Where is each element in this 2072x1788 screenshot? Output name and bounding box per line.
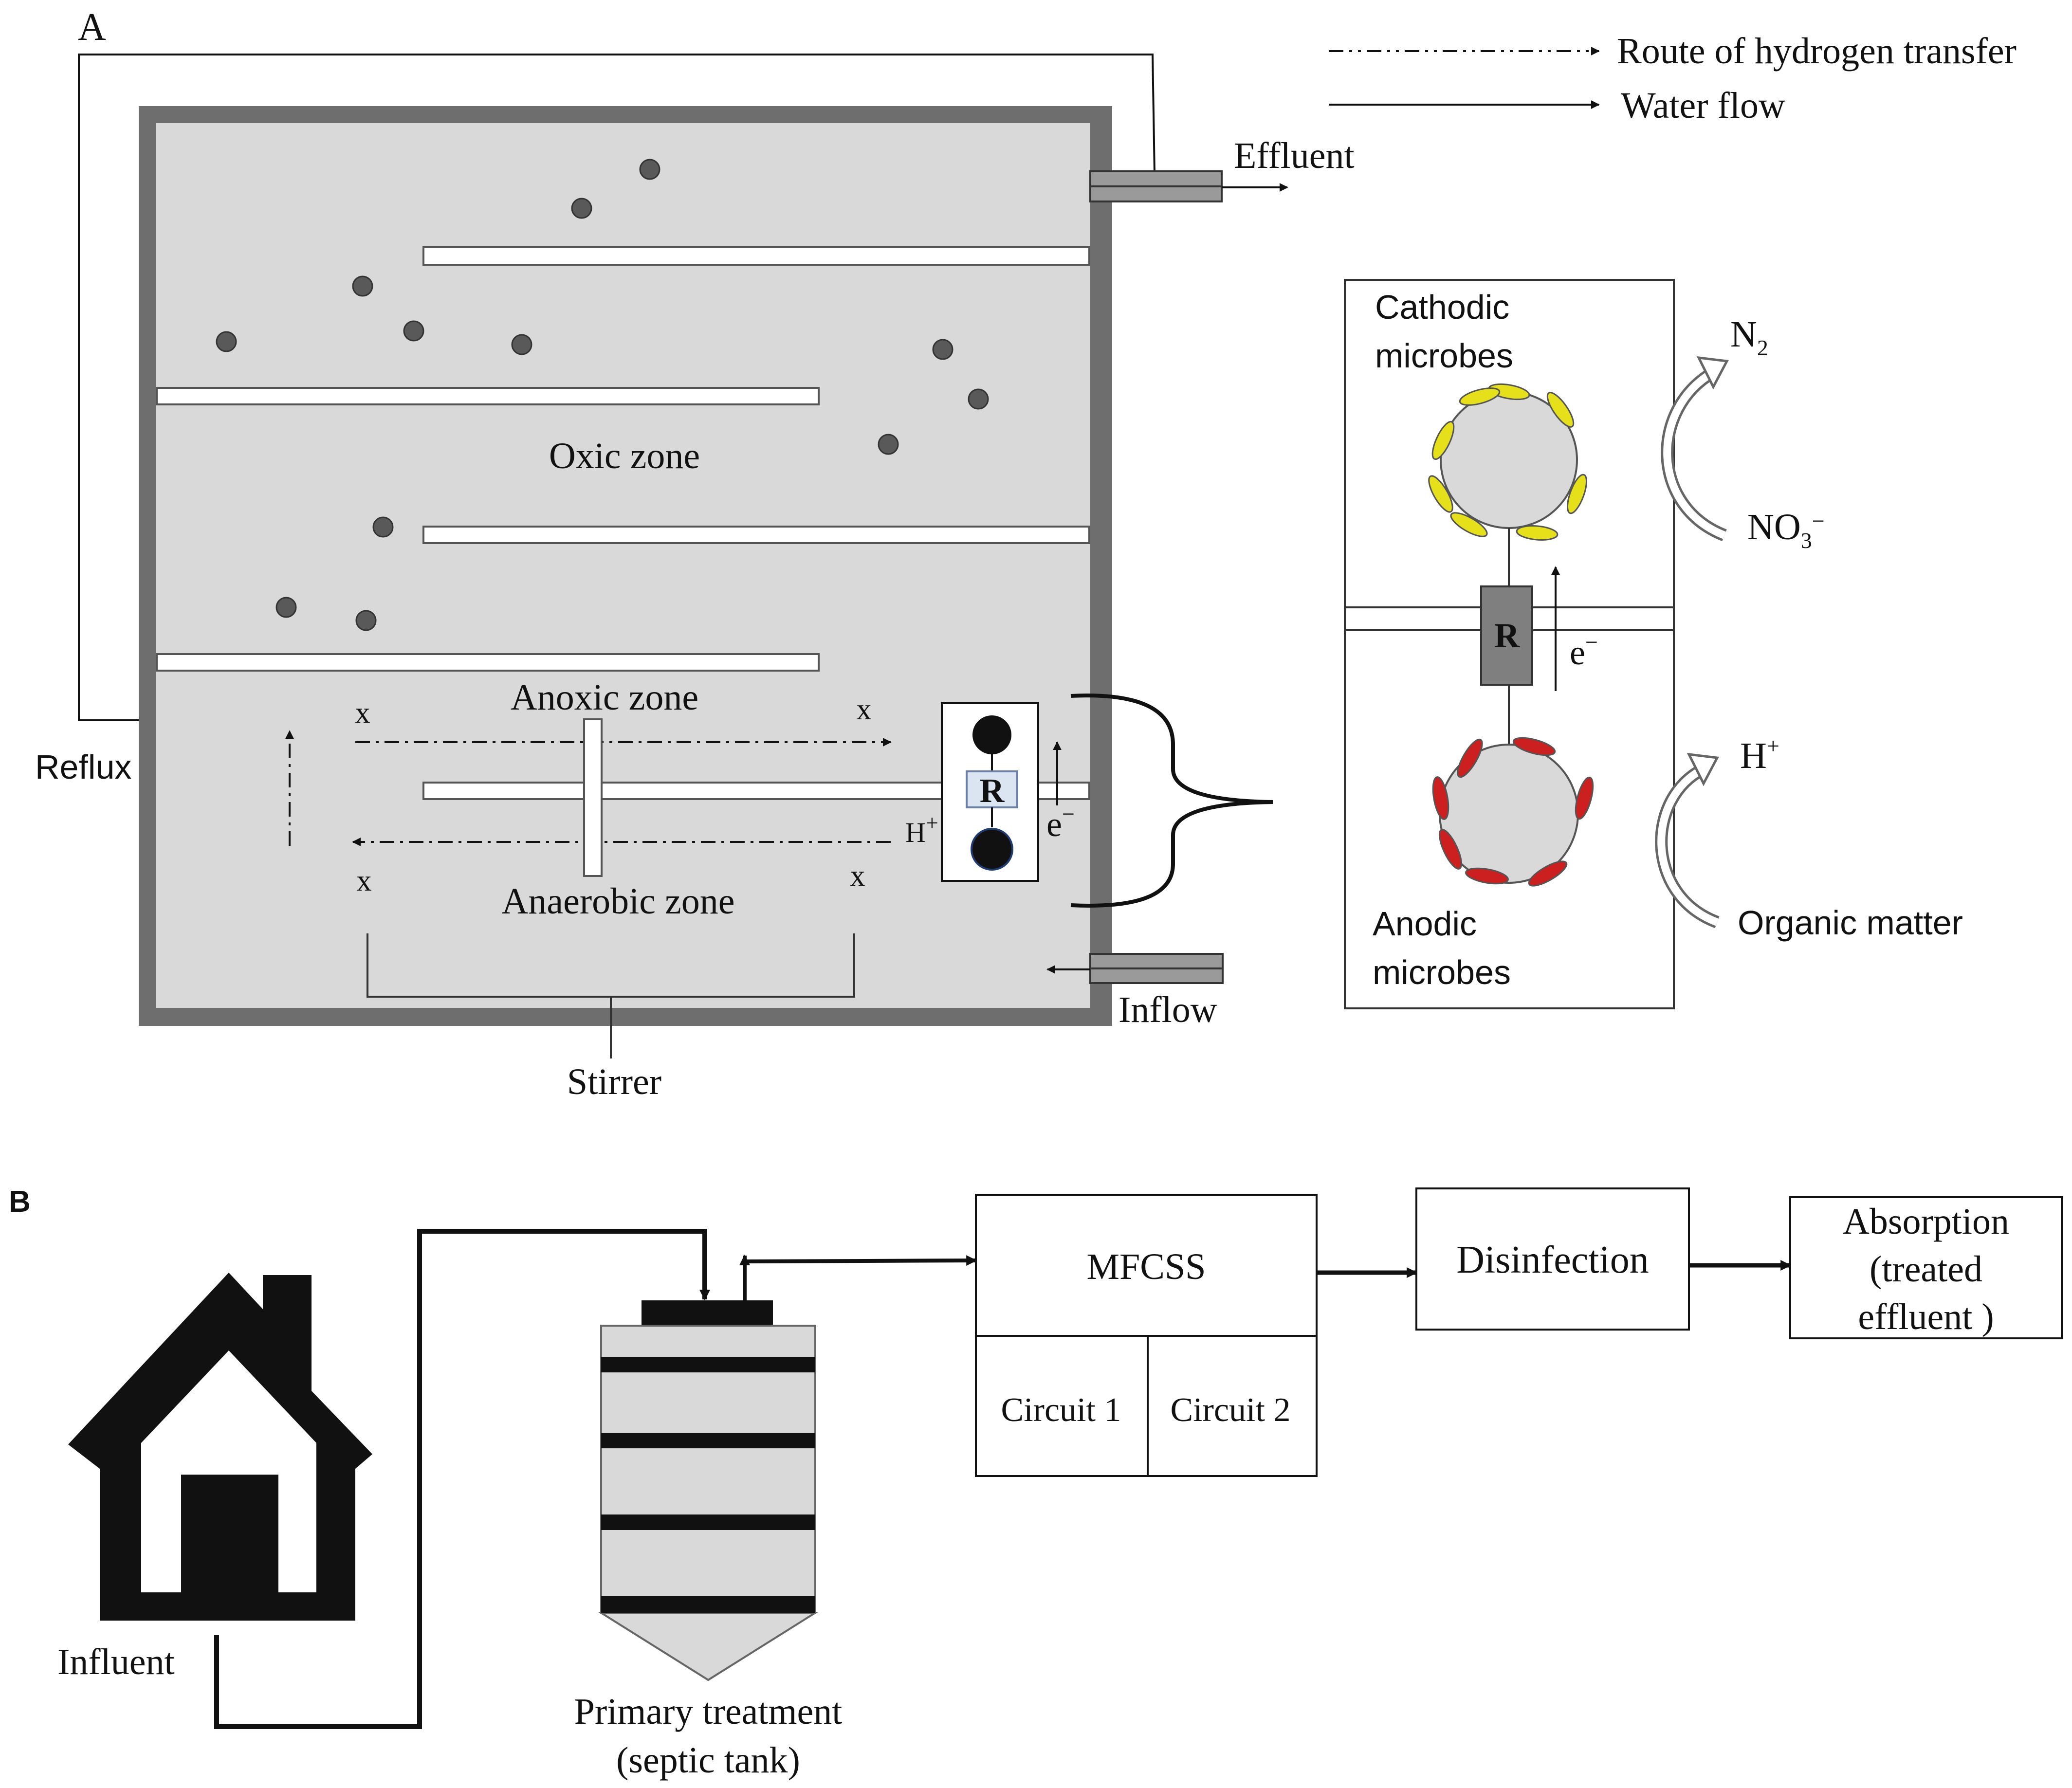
- particle: [511, 334, 532, 355]
- tank-to-mfcss-pipe: [743, 1255, 977, 1300]
- cathode-microbe-cell-icon: [1428, 383, 1587, 541]
- baffle-1: [422, 246, 1090, 266]
- mfc-detail: Cathodic microbes R: [1344, 279, 1675, 1009]
- disinfection-label: Disinfection: [1456, 1239, 1649, 1281]
- anoxic-zone-label: Anoxic zone: [511, 677, 698, 718]
- particle: [968, 388, 989, 410]
- organic-matter-label: Organic matter: [1738, 904, 1963, 942]
- particle: [372, 516, 394, 538]
- cathodic-label-line1: Cathodic: [1375, 288, 1509, 326]
- n2-label: N2: [1730, 314, 1768, 360]
- nitrate-to-nitrogen-arrow: [1661, 356, 1729, 542]
- particle: [352, 275, 373, 297]
- absorption-line1: Absorption: [1843, 1201, 2009, 1242]
- baffle-2: [156, 387, 820, 405]
- oxic-zone-label: Oxic zone: [549, 436, 700, 476]
- influent-label: Influent: [57, 1642, 175, 1682]
- reflux-pipe: [78, 54, 1155, 725]
- x-marker: x: [355, 696, 370, 730]
- circuit-1-label: Circuit 1: [1001, 1391, 1121, 1429]
- disinfection-box: [1415, 1187, 1690, 1331]
- detail-resistor: [1480, 585, 1533, 686]
- legend-hydrogen-label: Route of hydrogen transfer: [1617, 31, 2017, 72]
- electron-label: e−: [1046, 802, 1075, 844]
- cathodic-label-line2: microbes: [1375, 337, 1513, 375]
- reflux-label: Reflux: [35, 748, 131, 786]
- resistor-box: [966, 770, 1018, 808]
- mfc-unit: R: [941, 702, 1039, 882]
- x-marker: x: [850, 859, 865, 893]
- inflow-port: [1046, 953, 1224, 984]
- mfcss-label: MFCSS: [1086, 1246, 1206, 1287]
- mfcss-box: [975, 1194, 1318, 1477]
- anode-microbe-cell-icon: [1432, 737, 1594, 887]
- particle: [932, 339, 953, 360]
- septic-tank-icon: [598, 1300, 819, 1681]
- resistor-label: R: [980, 772, 1005, 810]
- baffle-3: [422, 526, 1090, 544]
- absorption-box: [1789, 1196, 2063, 1339]
- baffle-4: [156, 653, 820, 672]
- primary-treatment-line2: (septic tank): [616, 1740, 800, 1781]
- panel-a-label: A: [78, 6, 106, 49]
- anaerobic-zone-label: Anaerobic zone: [502, 881, 735, 922]
- particle: [403, 320, 424, 342]
- anodic-label-line1: Anodic: [1373, 905, 1477, 943]
- panel-b-label: B: [9, 1185, 31, 1219]
- brace-connector: [1070, 693, 1273, 908]
- particle: [571, 198, 592, 219]
- absorption-line3: effluent ): [1858, 1296, 1994, 1337]
- anodic-label-line2: microbes: [1373, 953, 1511, 991]
- cathode-electrode: [972, 715, 1011, 754]
- effluent-label: Effluent: [1234, 135, 1355, 176]
- x-marker: x: [357, 864, 372, 897]
- panel-a: A Route of hydrogen transfer Water flow …: [35, 6, 2017, 1102]
- x-marker: x: [857, 693, 872, 726]
- particle: [639, 159, 660, 180]
- organic-to-proton-arrow: [1655, 752, 1720, 929]
- particle: [355, 610, 377, 631]
- h-plus-detail-label: H+: [1740, 733, 1779, 776]
- detail-resistor-label: R: [1494, 616, 1520, 655]
- effluent-port: [1089, 170, 1288, 202]
- particle: [216, 331, 237, 352]
- h-plus-label: H+: [905, 810, 938, 848]
- particles: [216, 159, 989, 631]
- legend: Route of hydrogen transfer Water flow: [1329, 31, 2017, 126]
- influent-pipe: [214, 1229, 710, 1729]
- panel-b: B Influent Primary treatment (septic tan…: [9, 1185, 2063, 1781]
- no3-label: NO3−: [1747, 507, 1825, 553]
- primary-treatment-line1: Primary treatment: [574, 1691, 843, 1732]
- detail-electron-label: e−: [1570, 630, 1598, 672]
- circuit-2-label: Circuit 2: [1171, 1391, 1291, 1429]
- legend-water-label: Water flow: [1621, 85, 1785, 126]
- particle: [878, 434, 899, 455]
- inflow-label: Inflow: [1119, 989, 1217, 1030]
- particle: [275, 597, 297, 618]
- tank-interior: [156, 123, 1090, 1008]
- house-icon: [68, 1273, 372, 1621]
- absorption-line2: (treated: [1870, 1249, 1982, 1290]
- anode-electrode: [971, 828, 1013, 871]
- stirrer-paddle: [583, 718, 603, 877]
- stirrer-label: Stirrer: [567, 1061, 661, 1102]
